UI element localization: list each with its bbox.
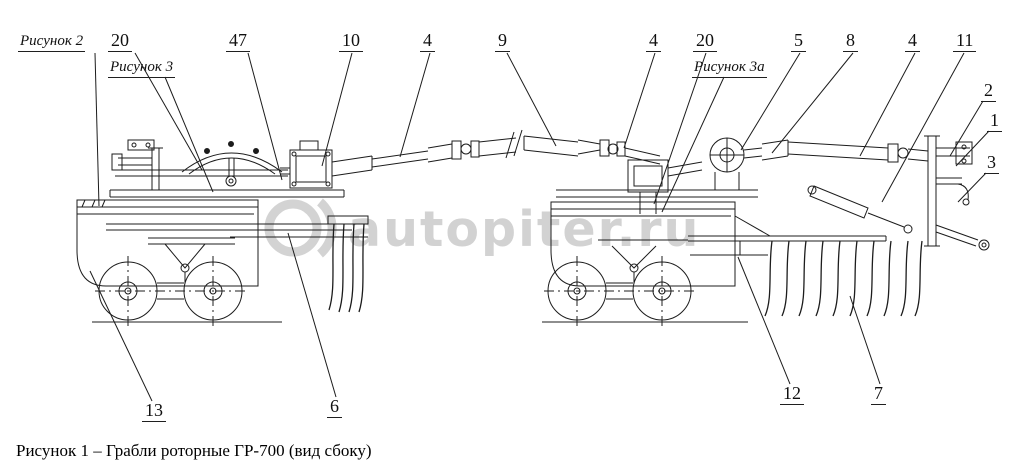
left-wheel-front [183,256,243,326]
figure-ref-3: Рисунок 3 [108,58,176,78]
arc-guard [181,141,283,187]
shaft-break-mark [513,129,523,157]
right-wheel-front [632,256,692,326]
right-tines [764,240,923,317]
leader-47 [247,52,283,181]
tine-bar [688,215,887,256]
leader-lines [89,52,990,402]
callout-11: 11 [953,30,977,52]
pto-shaft-middle [523,135,661,165]
leader-6 [287,232,337,398]
leader-20-left [134,52,203,171]
hydraulic-cylinder [807,185,913,234]
callout-13: 13 [142,400,166,422]
right-linkage [598,239,688,283]
callout-8: 8 [843,30,858,52]
watermark-logo-swoosh [316,198,337,258]
callout-3: 3 [984,152,999,174]
leader-4-left [399,52,431,158]
leader-5 [740,52,801,151]
leader-11 [881,52,965,203]
callout-20-right: 20 [693,30,717,52]
right-drive-assembly [556,137,929,214]
callout-1: 1 [987,110,1002,132]
leader-fig2 [94,52,100,207]
callout-4-right: 4 [905,30,920,52]
machine-drawing [76,129,990,326]
left-mast [111,139,163,190]
left-tines [327,215,369,313]
watermark-text: autopiter.ru [348,201,700,258]
callout-2: 2 [981,80,996,102]
hitch-frame [924,135,990,251]
callout-47: 47 [226,30,250,52]
leader-4-right [859,52,916,157]
leader-4-mid [623,52,656,149]
leader-20-right [653,52,707,205]
callout-9: 9 [495,30,510,52]
figure-caption: Рисунок 1 – Грабли роторные ГР-700 (вид … [16,441,372,460]
figure-ref-2: Рисунок 2 [18,32,86,52]
pto-shaft-left [331,129,523,177]
left-rotor-carriage [76,199,282,326]
callout-20-left: 20 [108,30,132,52]
leader-8 [771,52,854,154]
callout-5: 5 [791,30,806,52]
shaft-break-mark [505,131,515,159]
leader-1 [955,130,990,167]
left-linkage [148,237,235,283]
callout-12: 12 [780,383,804,405]
right-frame-body [550,201,736,287]
leader-3 [957,172,987,203]
leader-7 [849,295,881,385]
left-drive-assembly [106,139,368,238]
right-wheel-rear [547,256,607,326]
callout-4-left: 4 [420,30,435,52]
callout-10: 10 [339,30,363,52]
right-rotor-carriage [542,201,887,326]
left-frame-body [76,199,259,287]
left-gearbox [280,140,333,189]
left-wheel-rear [98,256,158,326]
clutch-wheel [709,137,745,191]
watermark-logo [264,199,322,257]
leader-2 [949,100,984,157]
leader-fig3 [164,76,214,193]
callout-7: 7 [871,383,886,405]
leader-9 [506,52,557,147]
leader-12 [737,256,791,385]
callout-6: 6 [327,396,342,418]
leader-13 [89,270,153,402]
callout-4-mid: 4 [646,30,661,52]
figure-ref-3a: Рисунок 3а [692,58,767,78]
leader-10 [321,52,353,167]
leader-fig3a [661,76,725,213]
